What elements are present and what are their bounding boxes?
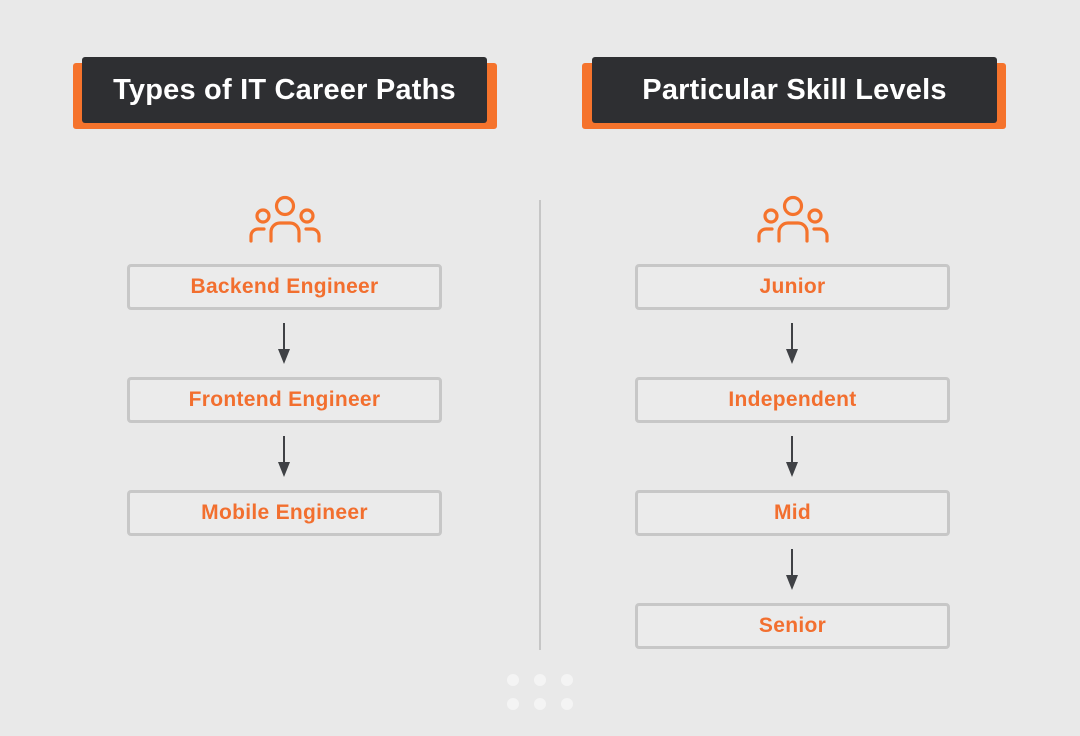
dot bbox=[534, 674, 546, 686]
vertical-divider bbox=[539, 200, 541, 650]
skill-level-senior: Senior bbox=[635, 603, 950, 649]
dot bbox=[561, 698, 573, 710]
arrow-down-icon bbox=[278, 323, 290, 364]
dot bbox=[507, 674, 519, 686]
dot bbox=[534, 698, 546, 710]
arrow-down-icon bbox=[786, 323, 798, 364]
dot-grid-watermark bbox=[507, 674, 573, 712]
career-step-mobile-engineer: Mobile Engineer bbox=[127, 490, 442, 536]
arrow-down-icon bbox=[278, 436, 290, 477]
skill-level-junior: Junior bbox=[635, 264, 950, 310]
career-step-backend-engineer: Backend Engineer bbox=[127, 264, 442, 310]
left-panel-title: Types of IT Career Paths bbox=[82, 57, 487, 123]
career-step-frontend-engineer: Frontend Engineer bbox=[127, 377, 442, 423]
skill-level-mid: Mid bbox=[635, 490, 950, 536]
right-panel-title: Particular Skill Levels bbox=[592, 57, 997, 123]
dot bbox=[561, 674, 573, 686]
people-group-icon bbox=[249, 195, 321, 243]
arrow-down-icon bbox=[786, 549, 798, 590]
dot bbox=[507, 698, 519, 710]
arrow-down-icon bbox=[786, 436, 798, 477]
people-group-icon bbox=[757, 195, 829, 243]
skill-level-independent: Independent bbox=[635, 377, 950, 423]
